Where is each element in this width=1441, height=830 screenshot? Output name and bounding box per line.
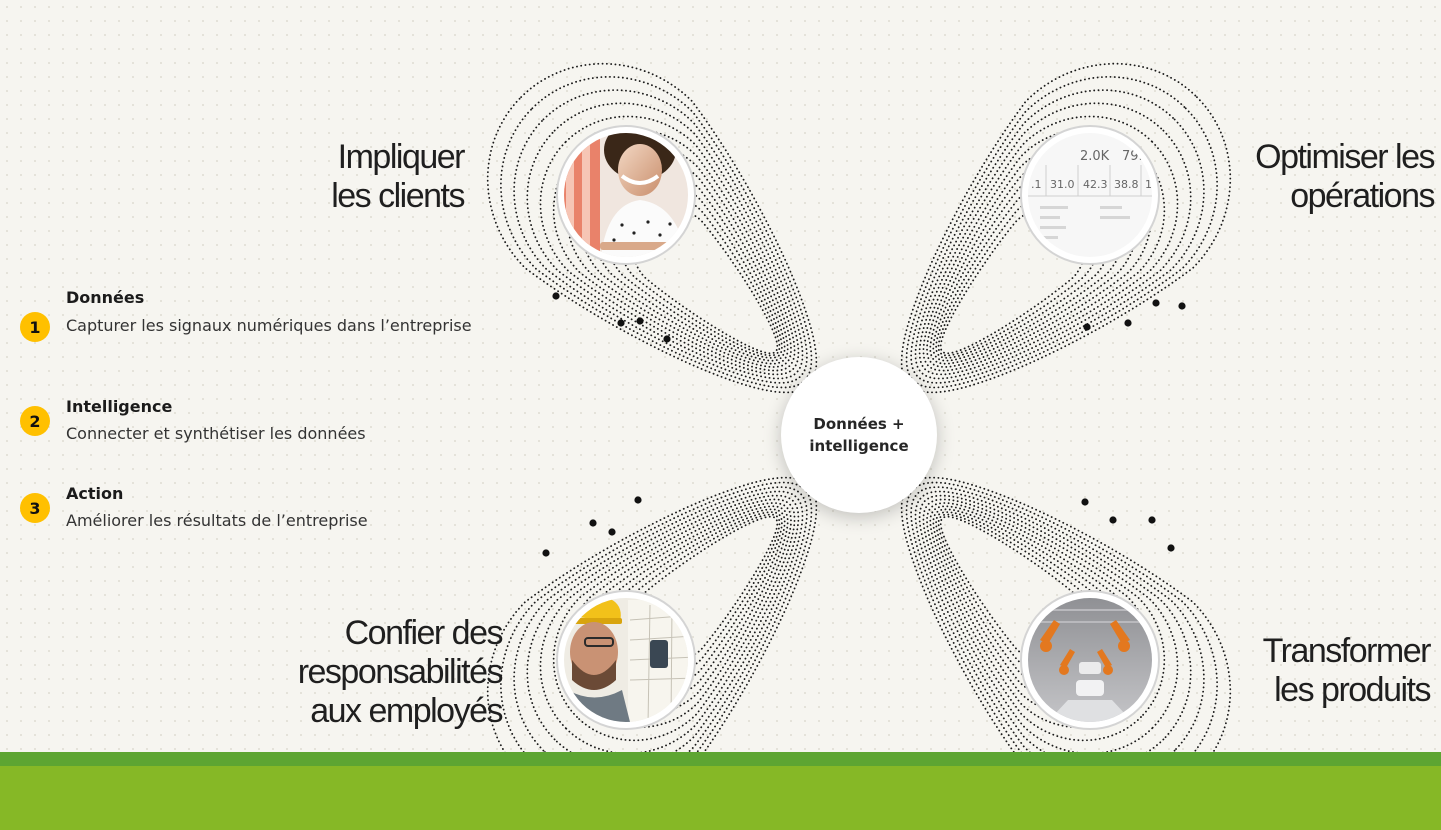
flow-dot: [663, 335, 671, 343]
customer-photo: [556, 125, 696, 265]
dotted-loop: [552, 498, 796, 742]
flow-dot: [1081, 498, 1089, 506]
dotted-loop: [605, 181, 783, 359]
dashboard-value: 10: [1145, 178, 1159, 191]
dotted-loop: [918, 115, 1179, 376]
step-description: Capturer les signaux numériques dans l’e…: [66, 316, 472, 335]
dotted-loop: [605, 511, 783, 689]
dotted-loop: [513, 89, 808, 384]
dotted-loop: [935, 181, 1113, 359]
flow-dot: [634, 496, 642, 504]
flow-dot: [542, 549, 550, 557]
step-description: Connecter et synthétiser les données: [66, 424, 366, 443]
petal-label-engage-customers: Impliquer les clients: [331, 138, 465, 215]
dotted-loop: [565, 141, 792, 368]
dotted-loop: [539, 115, 800, 376]
dotted-loop: [486, 476, 818, 808]
step-title: Intelligence: [66, 397, 173, 416]
flow-dot: [1167, 544, 1175, 552]
flow-dot: [1178, 302, 1186, 310]
dotted-loop: [937, 194, 1100, 357]
dotted-loop: [526, 102, 804, 380]
dotted-loop: [918, 494, 1179, 755]
hub-circle: Données + intelligence: [781, 357, 937, 513]
petal-label-empower-employees: Confier des responsabilités aux employés: [297, 614, 504, 730]
dotted-loop: [910, 486, 1205, 781]
step-title: Action: [66, 484, 124, 503]
flow-dot: [1152, 299, 1160, 307]
green-footer-band: [0, 752, 1441, 830]
hub-label: Données + intelligence: [809, 415, 909, 455]
petal-label-transform-products: Transformer les produits: [1262, 632, 1432, 709]
flow-dot: [617, 319, 625, 327]
flow-dot: [636, 317, 644, 325]
flow-dot: [1148, 516, 1156, 524]
worker-photo: [556, 590, 696, 730]
dotted-loop: [922, 498, 1166, 742]
flow-dot: [589, 519, 597, 527]
step-description: Améliorer les résultats de l’entreprise: [66, 511, 368, 530]
flow-dot: [1109, 516, 1117, 524]
petal-label-optimize-operations: Optimiser les opérations: [1255, 138, 1435, 215]
step-number-badge: 3: [20, 493, 50, 523]
dashboard-value: 2.0K: [1080, 149, 1110, 164]
dotted-loop: [922, 128, 1166, 372]
flow-dot: [1083, 323, 1091, 331]
dotted-loop: [935, 511, 1113, 689]
dotted-loop: [910, 89, 1205, 384]
dotted-loop: [565, 502, 792, 729]
dashboard-value: 31.0: [1050, 178, 1075, 191]
dotted-loop: [618, 194, 781, 357]
dashboard-value: 42.3: [1083, 178, 1108, 191]
flow-dot: [608, 528, 616, 536]
step-number-badge: 1: [20, 312, 50, 342]
dotted-loop: [914, 102, 1192, 380]
dashboard-value: .1: [1031, 178, 1042, 191]
dotted-loop: [552, 128, 796, 372]
dotted-loop: [937, 513, 1100, 676]
dashboard-value: 38.8: [1114, 178, 1139, 191]
step-number-badge: 2: [20, 406, 50, 436]
dotted-loop: [900, 62, 1232, 394]
flow-dots: [542, 292, 1186, 557]
dotted-loop: [618, 513, 781, 676]
step-title: Données: [66, 288, 145, 307]
factory-robots-photo: [1020, 590, 1160, 730]
dotted-loop: [486, 62, 818, 394]
flow-dot: [1124, 319, 1132, 327]
flow-dot: [552, 292, 560, 300]
dashboard-screenshot: 2.0K 79.6 .1 31.0 42.3 38.8 10: [1020, 125, 1160, 265]
dotted-loop: [539, 494, 800, 755]
